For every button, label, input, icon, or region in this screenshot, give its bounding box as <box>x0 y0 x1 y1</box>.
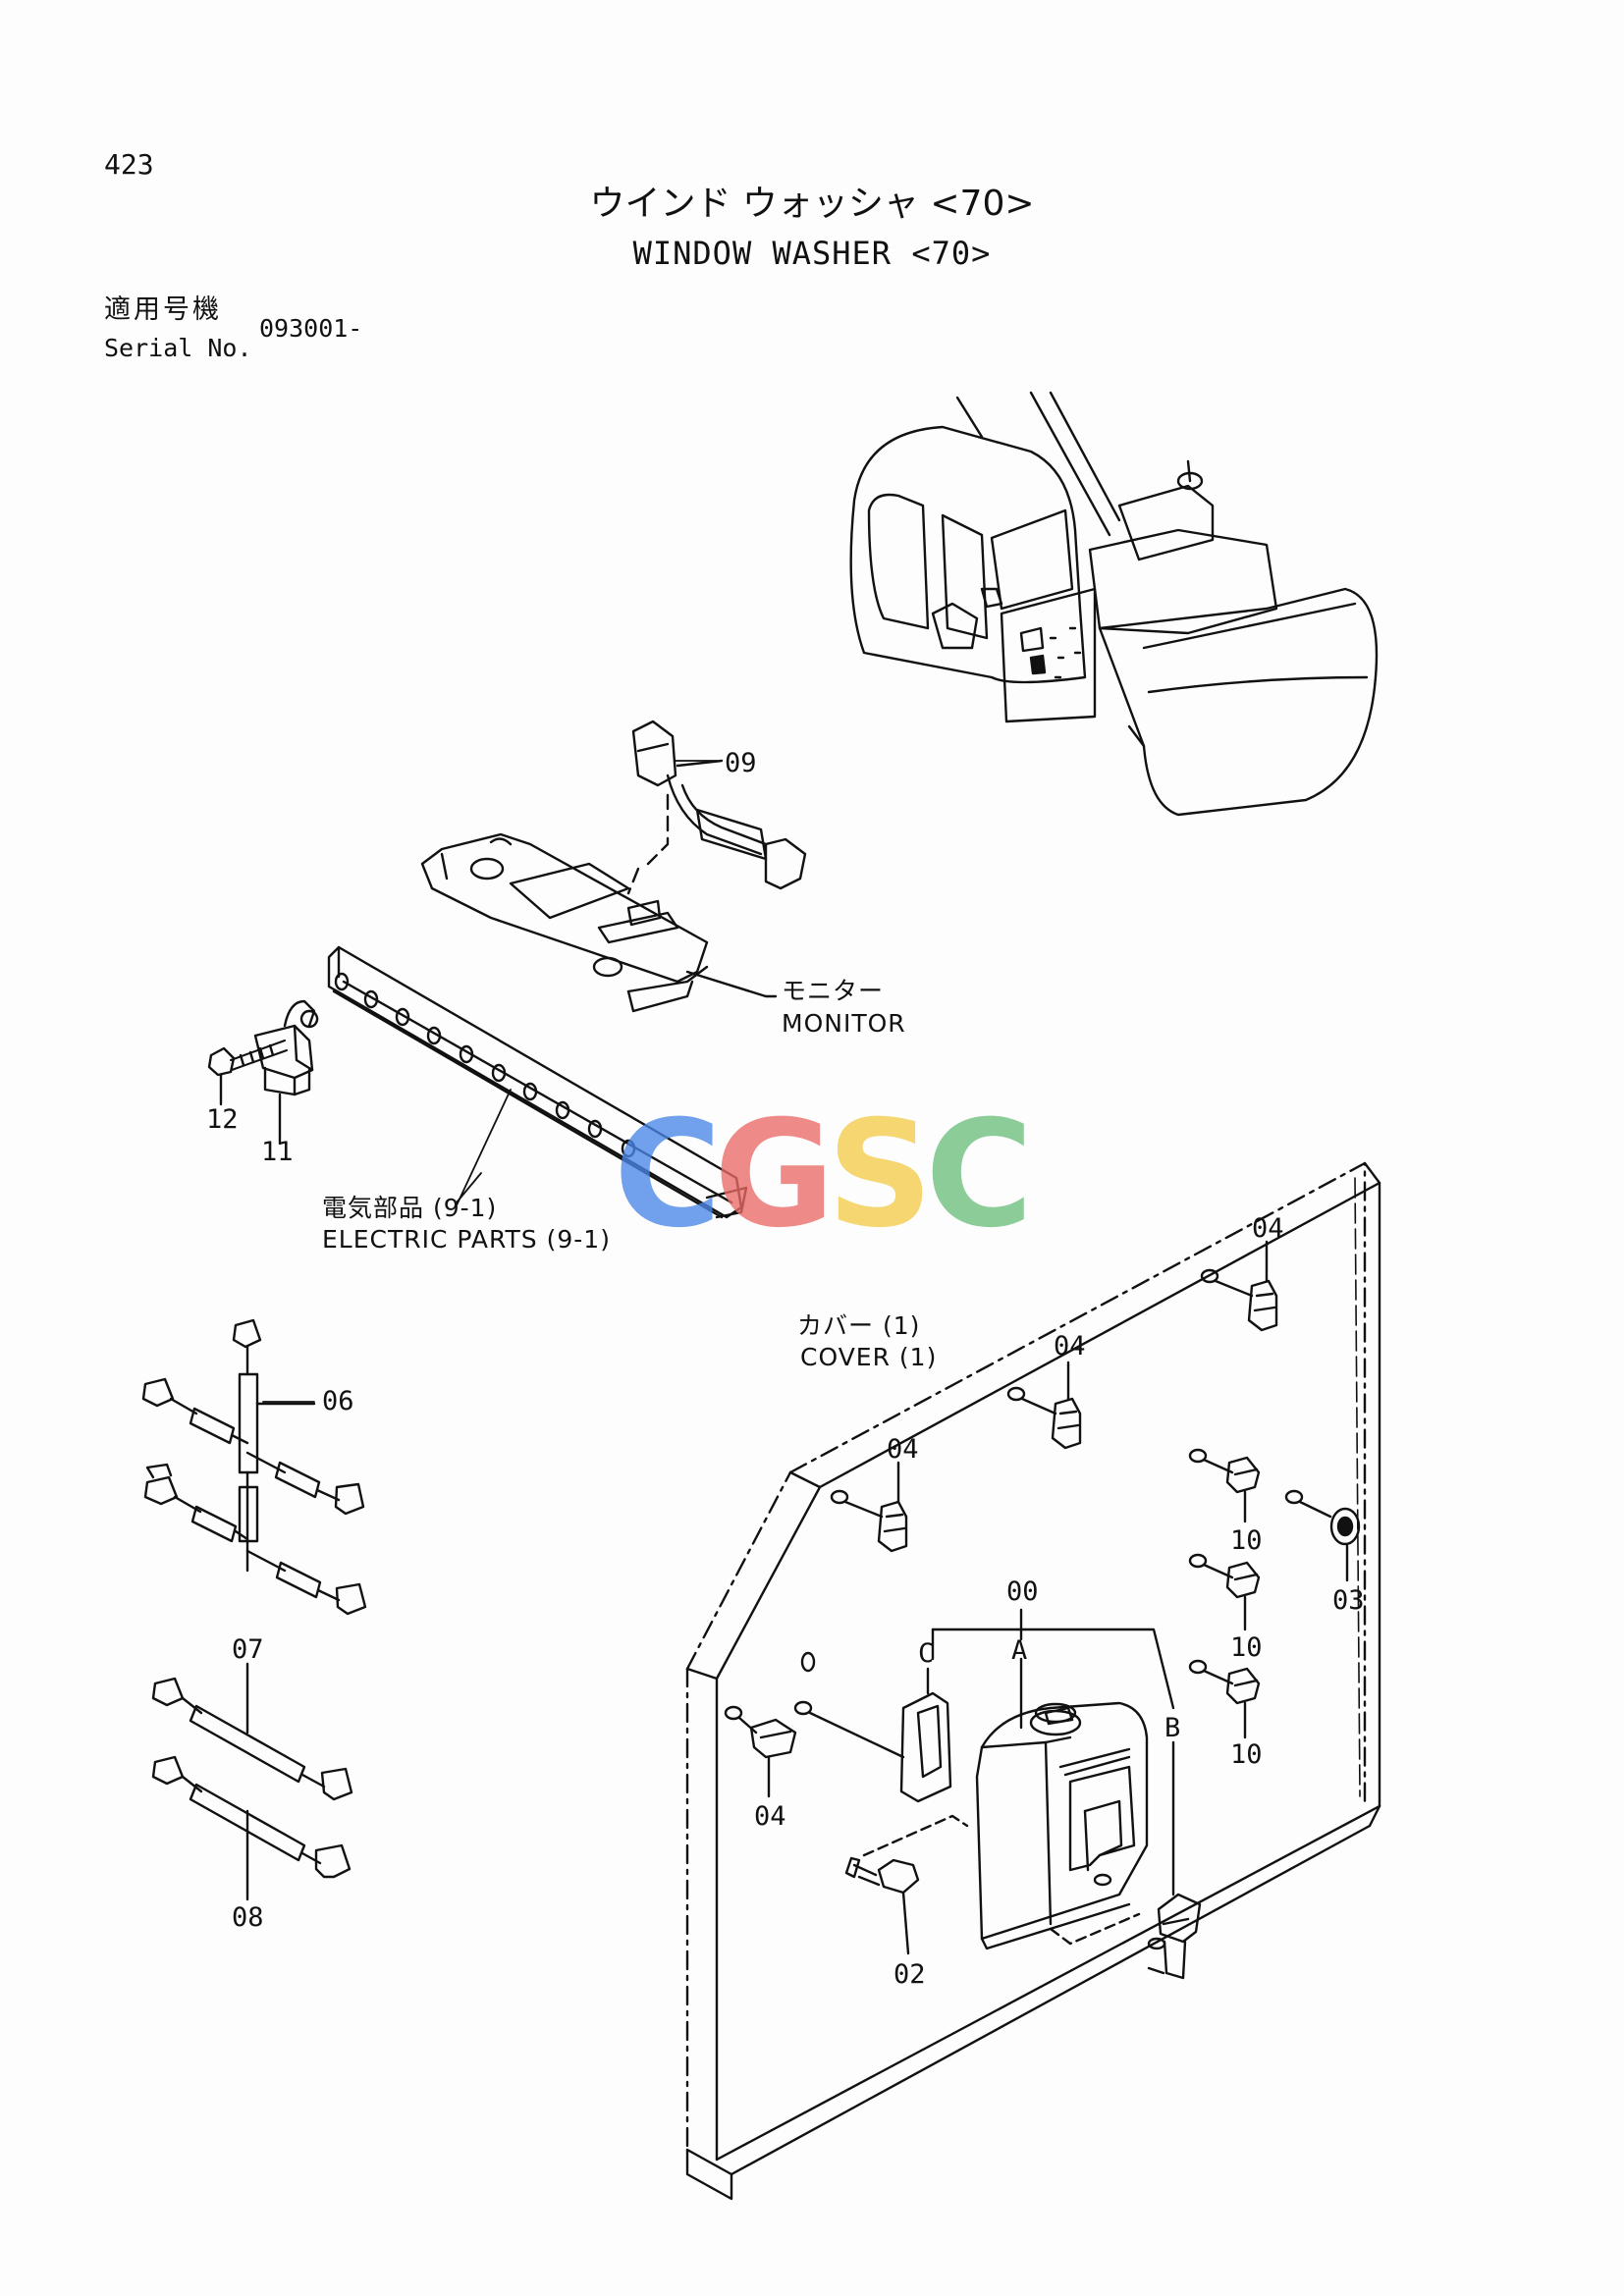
label-leader-lines <box>262 760 718 1403</box>
callout-10: 10 <box>1230 1525 1263 1556</box>
monitor-label: MONITOR <box>782 1009 906 1038</box>
washer-tank-assembly <box>793 1608 1202 1980</box>
callout-A: A <box>1011 1635 1028 1666</box>
harness-part-06 <box>141 1318 367 1616</box>
relay-part-11 <box>253 999 319 1146</box>
clip-04-left <box>830 1461 908 1553</box>
cover-frame <box>685 1161 1381 2201</box>
watermark-letter: C <box>925 1090 1033 1260</box>
clip-04-top <box>1200 1240 1278 1332</box>
callout-12: 12 <box>206 1104 239 1135</box>
page-title-japanese: ウインド ウォッシャ <70> <box>589 184 1035 224</box>
electric-parts-label: ELECTRIC PARTS (9-1) <box>322 1225 611 1254</box>
watermark-letter: S <box>827 1090 933 1260</box>
callout-02: 02 <box>893 1959 926 1990</box>
clip-part-04-group <box>724 1240 1278 1798</box>
callout-06: 06 <box>322 1386 354 1416</box>
serial-number-value: 093001- <box>259 314 363 343</box>
monitor-panel <box>420 832 778 1013</box>
callout-03: 03 <box>1332 1585 1365 1616</box>
watermark-logo: CGSC <box>614 1090 1033 1260</box>
callout-08: 08 <box>232 1902 264 1933</box>
callout-09: 09 <box>725 748 757 778</box>
callout-04: 04 <box>1054 1331 1086 1362</box>
callout-B: B <box>1164 1713 1181 1743</box>
harness-part-07 <box>151 1662 353 1801</box>
cover-label-japanese: カバー (1) <box>797 1311 921 1340</box>
clip-04-mid <box>1006 1361 1082 1450</box>
page-title: WINDOW WASHER <70> <box>632 235 992 272</box>
watermark-letter: G <box>714 1090 835 1260</box>
callout-11: 11 <box>261 1137 294 1167</box>
bolt-part-12 <box>207 1040 288 1106</box>
excavator-overview-illustration <box>849 391 1379 817</box>
callout-10: 10 <box>1230 1632 1263 1663</box>
watermark-letter: C <box>614 1090 722 1260</box>
page-number: 423 <box>104 148 154 181</box>
callout-00: 00 <box>1006 1576 1039 1607</box>
serial-label-japanese: 適用号機 <box>104 294 222 325</box>
serial-label: Serial No. <box>104 334 252 362</box>
electric-parts-rail <box>327 945 748 1219</box>
callout-04: 04 <box>887 1434 919 1465</box>
monitor-label-japanese: モニター <box>782 977 885 1005</box>
callout-04: 04 <box>754 1801 786 1832</box>
connector-part-09 <box>626 720 807 895</box>
callout-04: 04 <box>1252 1213 1284 1244</box>
clip-04-bottom <box>724 1705 797 1798</box>
callout-07: 07 <box>232 1634 264 1665</box>
clip-part-10-group <box>1188 1448 1261 1739</box>
electric-parts-label-japanese: 電気部品 (9-1) <box>322 1194 498 1222</box>
callout-C: C <box>918 1638 935 1669</box>
callout-10: 10 <box>1230 1739 1263 1770</box>
grommet-part-03 <box>1284 1489 1361 1582</box>
harness-part-08 <box>151 1755 352 1901</box>
cover-label: COVER (1) <box>800 1343 938 1371</box>
